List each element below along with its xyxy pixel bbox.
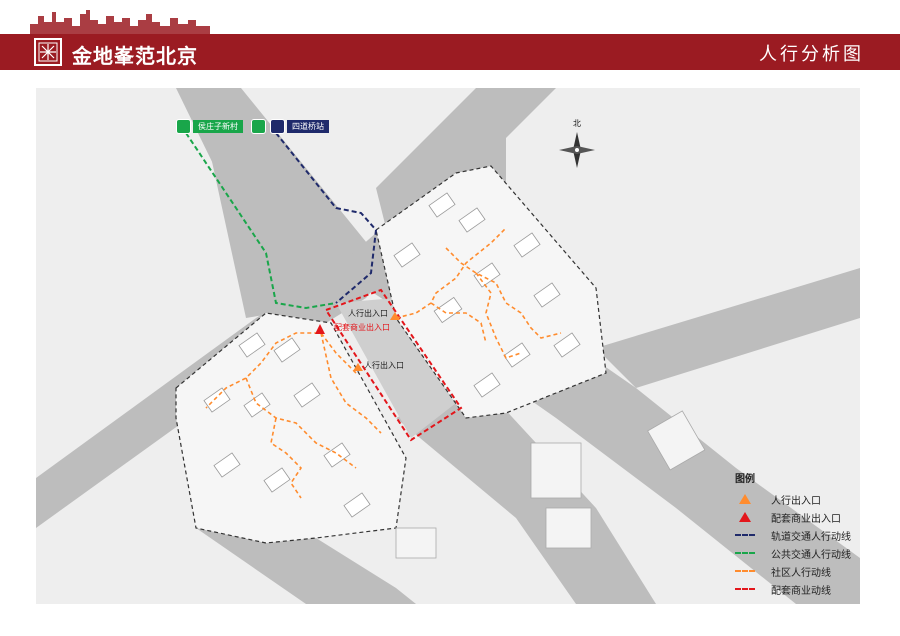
pedestrian-entrance-marker-2 xyxy=(353,363,363,371)
legend-item: 配套商业出入口 xyxy=(735,509,851,525)
entrance-label-pedestrian-2: 人行出入口 xyxy=(364,361,404,370)
legend-label: 轨道交通人行动线 xyxy=(771,531,851,543)
bus-icon-2 xyxy=(251,119,266,134)
skyline-decoration xyxy=(30,10,210,34)
metro-icon xyxy=(270,119,285,134)
legend-label: 社区人行动线 xyxy=(771,567,831,579)
commercial-route-line xyxy=(324,288,463,442)
pedestrian-entrance-icon xyxy=(739,494,751,504)
rail-line-swatch xyxy=(735,534,755,536)
commercial-line-swatch xyxy=(735,588,755,590)
metro-station-badge: 四道桥站 xyxy=(251,119,329,134)
block-west xyxy=(175,312,407,544)
bus-route-line xyxy=(185,132,337,310)
bus-station-name: 侯庄子新村 xyxy=(193,120,243,133)
community-line-swatch xyxy=(735,570,755,572)
legend-title: 图例 xyxy=(735,474,755,485)
legend-item: 公共交通人行动线 xyxy=(735,545,851,561)
plaza xyxy=(336,298,456,438)
bus-station-badge: 侯庄子新村 xyxy=(176,119,243,134)
bus-line-swatch xyxy=(735,552,755,554)
legend-label: 人行出入口 xyxy=(771,495,821,507)
commercial-entrance-icon xyxy=(739,512,751,522)
legend-item: 社区人行动线 xyxy=(735,563,851,579)
north-label: 北 xyxy=(573,119,581,128)
legend-label: 公共交通人行动线 xyxy=(771,549,851,561)
legend-item: 人行出入口 xyxy=(735,491,851,507)
brand-logo xyxy=(34,38,62,66)
legend-item: 配套商业动线 xyxy=(735,581,851,597)
legend-label: 配套商业动线 xyxy=(771,585,831,597)
header-bar xyxy=(0,34,900,70)
legend: 图例 人行出入口 配套商业出入口 轨道交通人行动线 公共交通人行动线 社区人行动… xyxy=(735,470,851,599)
commercial-entrance-marker xyxy=(315,324,325,334)
legend-item: 轨道交通人行动线 xyxy=(735,527,851,543)
map-canvas xyxy=(36,88,860,604)
page-title: 人行分析图 xyxy=(759,44,864,65)
entrance-label-pedestrian-1: 人行出入口 xyxy=(348,309,388,318)
legend-label: 配套商业出入口 xyxy=(771,513,841,525)
bus-icon xyxy=(176,119,191,134)
surrounding-buildings xyxy=(395,410,706,559)
metro-station-name: 四道桥站 xyxy=(287,120,329,133)
north-arrow xyxy=(559,132,595,168)
brand-name: 金地峯范北京 xyxy=(72,44,198,68)
pedestrian-entrance-marker-1 xyxy=(390,312,400,320)
community-route-lines xyxy=(205,227,562,499)
entrance-label-commercial: 配套商业出入口 xyxy=(334,323,390,332)
rail-route-line xyxy=(275,132,378,304)
site-map: 北 侯庄子新村 四道桥站 人行出入口 配套商业出入口 人行出入口 xyxy=(36,88,860,604)
